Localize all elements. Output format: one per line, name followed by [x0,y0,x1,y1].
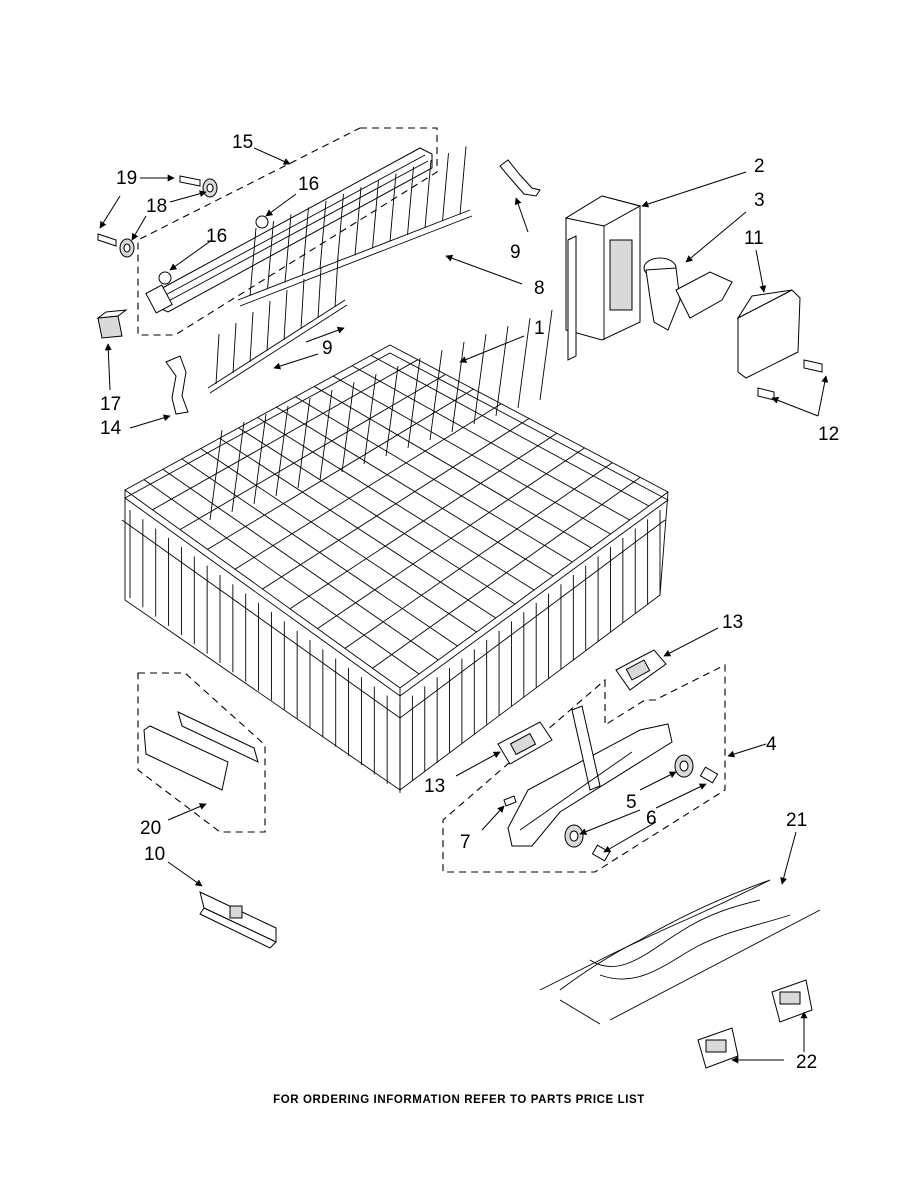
callout-20: 20 [140,818,161,839]
callout-13: 13 [722,612,743,633]
pin-part [503,795,517,807]
callout-14: 14 [100,418,122,439]
callout-12: 12 [818,424,839,445]
ordering-info-footer: FOR ORDERING INFORMATION REFER TO PARTS … [273,1094,645,1106]
callout-18: 18 [146,196,167,217]
rack-cap-part [143,711,259,791]
callout-15: 15 [232,132,253,153]
adjuster-housing-part [564,195,642,361]
upper-rack-part [121,309,669,793]
rack-clip-part [96,309,128,339]
adjuster-lever-part [643,257,733,331]
rack-rail-part [145,147,433,314]
callout-1: 1 [534,318,545,339]
bracket-part [199,891,277,949]
callout-2: 2 [754,156,765,177]
callout-4: 4 [766,734,777,755]
tine-row-part [237,146,473,307]
rack-cap-group-outline [137,672,266,833]
callout-16: 16 [206,226,227,247]
callout-9: 9 [510,242,521,263]
callout-13: 13 [424,776,445,797]
callout-3: 3 [754,190,765,211]
callout-19: 19 [116,168,137,189]
callout-16: 16 [298,174,319,195]
callout-8: 8 [534,278,545,299]
callout-10: 10 [144,844,165,865]
callout-9: 9 [322,338,333,359]
callout-17: 17 [100,394,121,415]
callout-7: 7 [460,832,471,853]
wire-tine-part [539,879,821,1025]
tine-clip-part [165,355,189,415]
callout-11: 11 [744,228,764,249]
clip-part [697,979,813,1069]
clip-part [497,721,553,765]
tine-clip-part [499,159,541,197]
clip-part [615,649,667,691]
callout-22: 22 [796,1052,817,1073]
callout-5: 5 [626,792,637,813]
axle-part [591,766,719,862]
handle-assembly-group-outline [442,664,726,873]
tine-row-part [207,256,348,394]
rack-handle-part [507,705,673,847]
rail-assembly-group-outline [137,127,438,336]
screw-part [97,175,218,258]
screw-part [757,359,823,401]
adjuster-cover-part [736,289,801,379]
callout-labels: 15 16 19 18 16 17 14 9 9 8 1 2 3 11 12 1… [100,132,839,1073]
leader-lines [99,147,829,1064]
wheel-part [564,754,694,848]
callout-21: 21 [786,810,807,831]
callout-6: 6 [646,808,657,829]
